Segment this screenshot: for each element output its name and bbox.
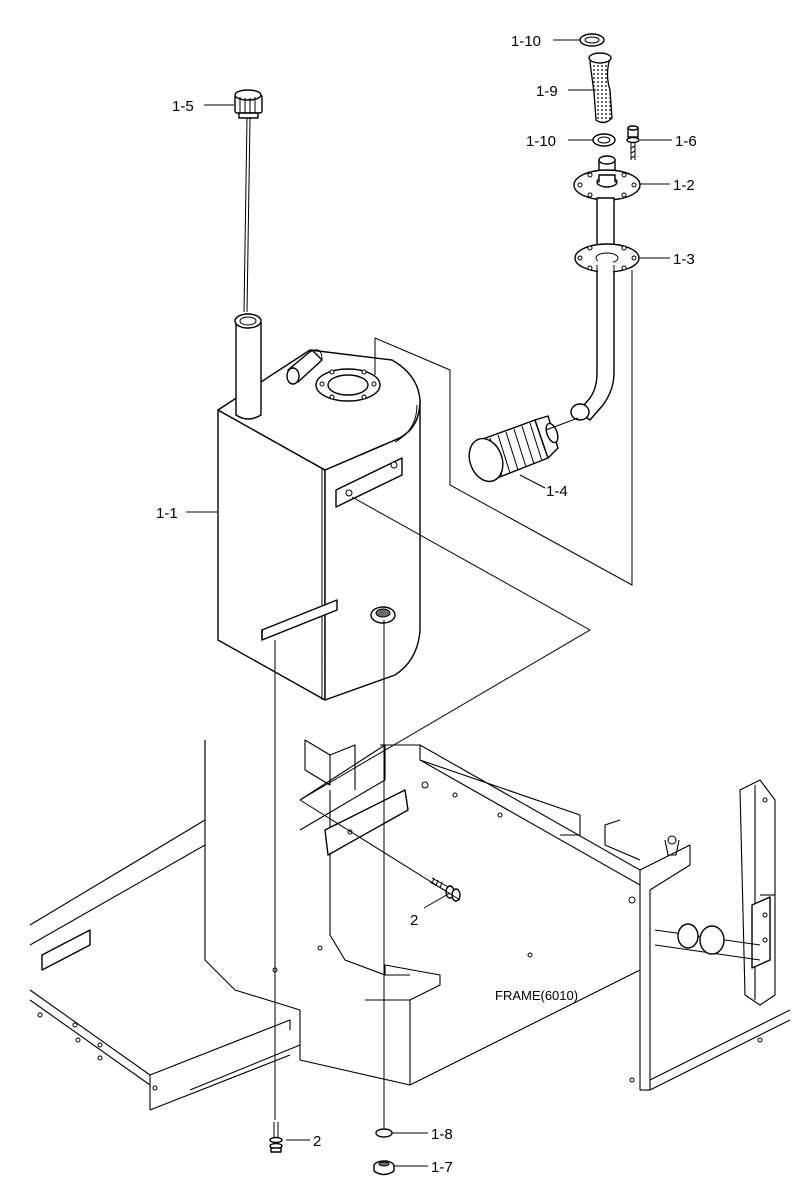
o-ring-1-8	[375, 1128, 393, 1138]
hydraulic-tank	[217, 313, 421, 701]
callout-2-bolt: 2	[410, 912, 418, 929]
callout-leaders	[186, 39, 672, 1167]
callout-1-6: 1-6	[675, 133, 697, 150]
hose-clamp-top	[579, 33, 605, 47]
callout-1-5: 1-5	[172, 98, 194, 115]
callout-1-7: 1-7	[431, 1159, 453, 1176]
callout-1-4: 1-4	[546, 483, 568, 500]
frame-label: FRAME(6010)	[495, 988, 578, 1003]
callout-1-10-top: 1-10	[511, 33, 541, 50]
callout-1-9: 1-9	[536, 83, 558, 100]
assembly-guide-lines	[274, 270, 633, 1128]
callout-1-10-mid: 1-10	[526, 133, 556, 150]
callout-1-8: 1-8	[431, 1126, 453, 1143]
callout-1-1: 1-1	[156, 505, 178, 522]
machine-frame	[29, 739, 791, 1111]
dipstick-cap	[234, 89, 263, 313]
suction-strainer	[468, 415, 559, 483]
callout-2-bottom: 2	[313, 1133, 321, 1150]
hose-clamp-mid	[592, 133, 616, 147]
suction-pipe-flange	[570, 155, 641, 421]
drain-plug-1-7	[373, 1160, 395, 1176]
callout-1-3: 1-3	[673, 251, 695, 268]
callout-1-2: 1-2	[673, 177, 695, 194]
hose	[588, 52, 613, 124]
bolt-1-6	[626, 125, 640, 160]
mounting-bolt-2-lower	[269, 1122, 283, 1153]
